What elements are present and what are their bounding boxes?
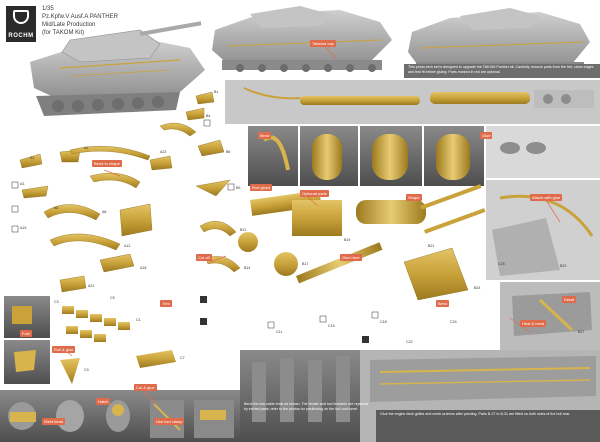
callout-tag: Roll & glue [52,346,76,353]
brass-parts-left [19,145,153,293]
callout-tag: Weld bead [42,418,66,425]
part-number: B6 [226,150,231,154]
step-markers [200,296,369,343]
part-number: C22 [406,340,413,344]
part-number: A23 [160,150,167,154]
part-number: B19 [344,238,351,242]
part-number: C9 [84,368,89,372]
part-number: B27 [578,330,585,334]
part-number: B29 [560,264,567,268]
logo-mark-icon [13,10,29,24]
instruction-note-bottom-right: Glue the engine deck grilles and mesh sc… [380,412,571,416]
exhaust-pipe-parts [243,87,594,108]
scale-label: 1/35 [42,6,54,12]
grille-parts-center [238,184,588,301]
part-number: C26 [498,262,505,266]
photo-row-cylinders [248,126,600,186]
photo-left-column [4,296,50,384]
part-number: A8 [102,210,107,214]
instruction-note-bottom-left: Bend the tow cable ends as shown. The fe… [244,402,369,411]
part-number: B11 [240,228,247,232]
note-panel-top [404,64,600,78]
part-number: C24 [450,320,457,324]
callout-tag: Detail [562,296,577,303]
part-markers [11,119,379,329]
part-number: B9 [236,186,241,190]
callout-tag: Bend [436,300,450,307]
photo-hull-rear [240,282,600,442]
part-number: B17 [302,262,309,266]
part-number: A18 [140,266,147,270]
callout-tag: Optional parts [300,190,329,197]
title-block: 1/35 Pz.Kpfw.V Ausf.A PANTHER Mid/Late P… [42,5,118,37]
callout-tag: Cut & glue [134,384,157,391]
callout-tag: Bend [258,132,272,139]
tank-render-topleft [30,21,205,116]
part-number: C5 [110,296,115,300]
callout-tag: Tailwind cap [310,40,336,47]
callout-tag: Attach with glue [530,194,563,201]
part-number: B14 [244,266,251,270]
part-number: A5 [54,206,59,210]
callout-tag: Shape [406,194,422,201]
chain-parts [60,306,176,384]
brand-name: ROCHM [8,33,34,39]
callout-tag: Use tool clamp [154,418,185,425]
subject-label: Pz.Kpfw.V Ausf.A PANTHER [42,14,118,20]
part-number: B21 [428,244,435,248]
part-number: A15 [20,226,27,230]
part-number: C11 [276,330,283,334]
part-number: C18 [380,320,387,324]
brass-parts-mid [149,91,241,273]
part-number: A21 [88,284,95,288]
callout-tag: Glue [480,132,493,139]
part-number: C1 [136,318,141,322]
kit-label: (for TAKOM Kit) [42,30,85,36]
callout-tag: Fold [20,330,32,337]
part-number: B1 [214,90,219,94]
instruction-note-top: This photo-etch set is designed to upgra… [408,65,594,74]
callout-tag: Rod glued [250,184,273,191]
part-number: C7 [180,356,185,360]
part-number: C3 [54,300,59,304]
production-label: Mid/Late Production [42,22,96,28]
part-number: A12 [124,244,131,248]
callout-tag: Bend to shape [92,160,122,167]
part-number: C15 [328,324,335,328]
part-number: A3 [20,182,25,186]
callout-tag: Heat & bend [520,320,547,327]
callout-tag: Cut off [196,254,212,261]
photo-bottom-strip [0,390,240,442]
part-number: A1 [30,156,35,160]
callout-tag: Trim [160,300,172,307]
part-number: A2 [84,146,89,150]
callout-tag: Glue here [340,254,362,261]
callout-tag: Hatch [96,398,111,405]
part-number: B4 [206,114,211,118]
part-number: B24 [474,286,481,290]
tank-render-rear-left [212,6,392,72]
brand-logo: ROCHM [6,6,36,42]
